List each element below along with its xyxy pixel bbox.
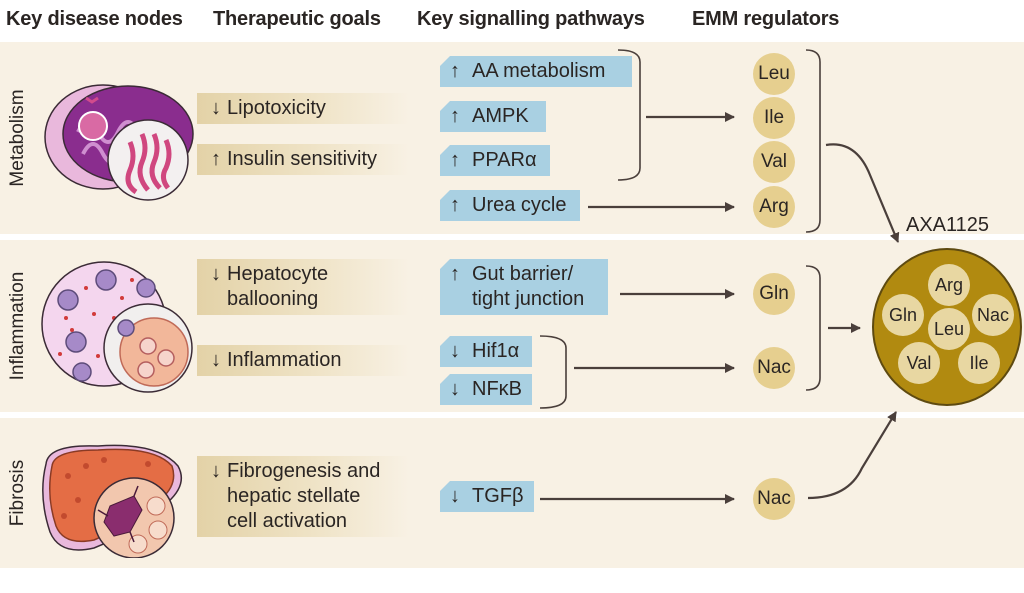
goal-fibrogenesis-line1: Fibrogenesis and xyxy=(227,460,381,482)
pathway-aa-metabolism: ↑ AA metabolism xyxy=(440,56,632,87)
up-arrow-icon: ↑ xyxy=(450,149,460,171)
pathway-hif-label: Hif1α xyxy=(472,340,520,362)
pathway-tgf-label: TGFβ xyxy=(472,485,524,507)
up-arrow-icon: ↑ xyxy=(450,60,460,82)
goal-fibrogenesis-line3: cell activation xyxy=(227,510,348,532)
axa1125-title: AXA1125 xyxy=(906,214,990,236)
hepatocyte-cells-icon xyxy=(41,261,193,393)
up-arrow-icon: ↑ xyxy=(450,194,460,216)
pathway-ppar-alpha: ↑ PPARα xyxy=(440,145,550,176)
pathway-urea-cycle: ↑ Urea cycle xyxy=(440,190,580,221)
pathway-ampk: ↑ AMPK xyxy=(440,101,546,132)
axa-component-gln: Gln xyxy=(882,294,924,336)
regulator-ile: Ile xyxy=(753,97,795,139)
pathway-ampk-label: AMPK xyxy=(472,105,529,127)
pathway-nfkb: ↓ NFκB xyxy=(440,374,532,405)
regulator-arg: Arg xyxy=(753,186,795,228)
regulator-gln: Gln xyxy=(753,273,795,315)
header-therapeutic-goals: Therapeutic goals xyxy=(213,8,381,30)
header-key-disease-nodes: Key disease nodes xyxy=(6,8,183,30)
pathway-gut-line1: Gut barrier/ xyxy=(472,263,574,285)
regulator-nac: Nac xyxy=(753,347,795,389)
goal-lipotoxicity-label: Lipotoxicity xyxy=(227,97,326,119)
goal-inflammation-label: Inflammation xyxy=(227,349,342,371)
pathway-gut-barrier: ↑ Gut barrier/tight junction xyxy=(440,259,608,315)
axa-component-nac: Nac xyxy=(972,294,1014,336)
goal-insulin-label: Insulin sensitivity xyxy=(227,148,378,170)
goal-ballooning-line1: Hepatocyte xyxy=(227,263,329,285)
regulator-leu: Leu xyxy=(753,53,795,95)
pathway-bracket-metabolism xyxy=(617,49,641,181)
regulator-bracket-inflammation xyxy=(805,265,821,391)
goal-inflammation: ↓ Inflammation xyxy=(197,345,409,376)
goal-lipotoxicity: ↓ Lipotoxicity xyxy=(197,93,409,124)
regulator-nac-fibrosis: Nac xyxy=(753,478,795,520)
fibrotic-liver-icon xyxy=(42,444,183,558)
goal-fibrogenesis-line2: hepatic stellate xyxy=(227,485,361,507)
arrow-fibrosis-to-axa xyxy=(807,411,897,500)
pathway-ppar-label: PPARα xyxy=(472,149,537,171)
pathway-gut-line2: tight junction xyxy=(472,288,585,310)
goal-fibrogenesis: ↓ Fibrogenesis and hepatic stellate cell ac… xyxy=(197,456,409,537)
axa-component-val: Val xyxy=(898,342,940,384)
axa-component-ile: Ile xyxy=(958,342,1000,384)
down-arrow-icon: ↓ xyxy=(450,378,460,400)
axa-component-leu: Leu xyxy=(928,308,970,350)
up-arrow-icon: ↑ xyxy=(450,105,460,127)
header-signalling-pathways: Key signalling pathways xyxy=(417,8,645,30)
goal-hepatocyte-ballooning: ↓ Hepatocyte ballooning xyxy=(197,259,409,315)
down-arrow-icon: ↓ xyxy=(450,340,460,362)
pathway-bracket-inflammation xyxy=(539,335,567,409)
header-emm-regulators: EMM regulators xyxy=(692,8,840,30)
connector-overlay xyxy=(539,49,900,504)
pathway-tgf-beta: ↓ TGFβ xyxy=(440,481,534,512)
down-arrow-icon: ↓ xyxy=(211,349,221,371)
goal-ballooning-line2: ballooning xyxy=(227,288,319,310)
pathway-hif1-alpha: ↓ Hif1α xyxy=(440,336,532,367)
down-arrow-icon: ↓ xyxy=(211,263,221,285)
up-arrow-icon: ↑ xyxy=(211,148,221,170)
axa-component-arg: Arg xyxy=(928,264,970,306)
pathway-aa-label: AA metabolism xyxy=(472,60,606,82)
pathway-urea-label: Urea cycle xyxy=(472,194,567,216)
down-arrow-icon: ↓ xyxy=(211,460,221,482)
pathway-nfkb-label: NFκB xyxy=(472,378,522,400)
arrow-metabolism-to-axa xyxy=(825,143,900,243)
up-arrow-icon: ↑ xyxy=(450,263,460,285)
down-arrow-icon: ↓ xyxy=(211,97,221,119)
down-arrow-icon: ↓ xyxy=(450,485,460,507)
regulator-val: Val xyxy=(753,141,795,183)
mitochondrion-icon xyxy=(44,84,194,201)
axa1125-composition: Arg Gln Nac Leu Val Ile xyxy=(872,248,1022,406)
regulator-bracket-metabolism xyxy=(805,49,821,233)
goal-insulin-sensitivity: ↑ Insulin sensitivity xyxy=(197,144,409,175)
